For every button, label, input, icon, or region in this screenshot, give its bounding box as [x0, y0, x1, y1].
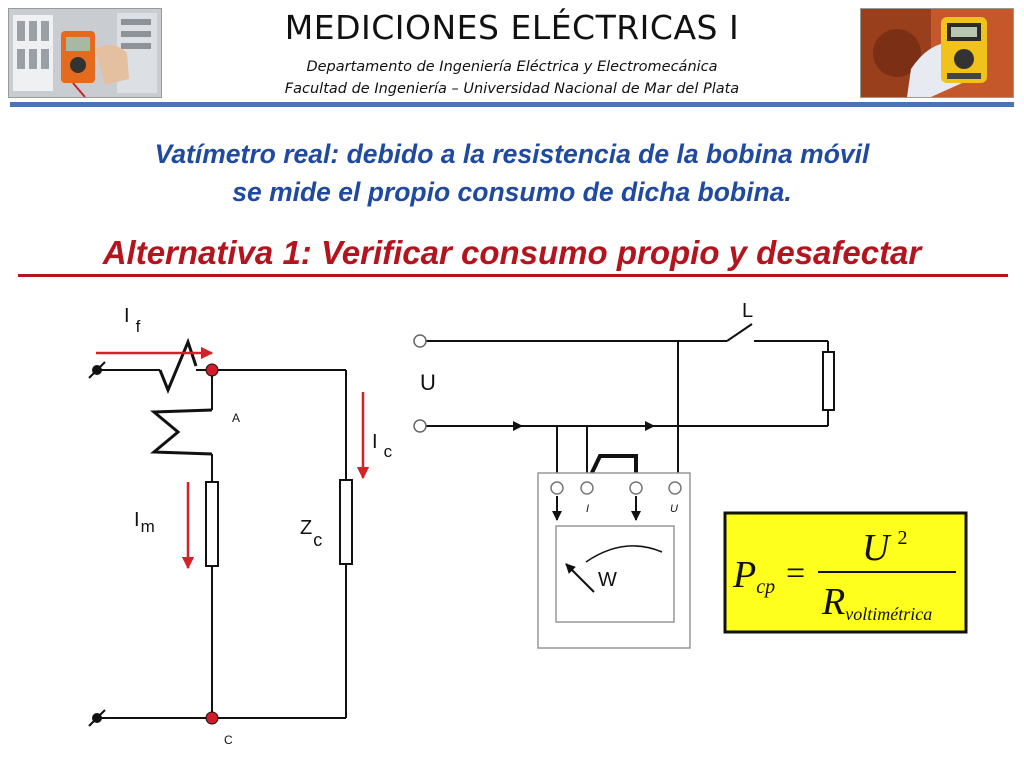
- dial-scale-arc: [585, 545, 663, 563]
- load-resistor: [822, 351, 835, 411]
- label-node-a: A: [232, 411, 240, 425]
- headline-line-1: Vatímetro real: debido a la resistencia …: [154, 139, 870, 169]
- header-divider: [10, 102, 1014, 107]
- header-title: MEDICIONES ELÉCTRICAS I: [284, 8, 740, 47]
- current-coil: [158, 337, 198, 394]
- resistor-rm: [205, 481, 219, 567]
- wattmeter-terminal-2: [580, 481, 594, 495]
- label-zc: Zc: [300, 517, 322, 550]
- formula-equals: =: [786, 555, 805, 592]
- label-node-c: C: [224, 733, 233, 747]
- label-wattmeter-w: W: [598, 569, 617, 591]
- header-faculty: Facultad de Ingeniería – Universidad Nac…: [284, 81, 740, 97]
- formula-denominator: Rvoltimétrica: [821, 581, 932, 624]
- label-im: Im: [134, 509, 155, 536]
- section-title: Alternativa 1: Verificar consumo propio …: [102, 234, 922, 271]
- wattmeter-terminal-4: [668, 481, 682, 495]
- voltage-coil: [150, 408, 213, 456]
- terminal-top-left-tick: [88, 361, 106, 379]
- terminal-jumper: [586, 454, 638, 482]
- label-voltage-u: U: [420, 370, 436, 395]
- headline-line-2: se mide el propio consumo de dicha bobin…: [232, 177, 792, 207]
- formula-lhs: Pcp: [732, 554, 775, 598]
- switch-blade: [726, 323, 753, 342]
- source-terminal-top: [413, 334, 427, 348]
- header-photo-multimeter-panel: [8, 8, 162, 98]
- label-terminal-i: I: [586, 503, 589, 515]
- section-title-underline: [18, 274, 1008, 277]
- label-switch-l: L: [742, 300, 753, 322]
- header-department: Departamento de Ingeniería Eléctrica y E…: [306, 59, 718, 75]
- left-circuit: [98, 337, 353, 719]
- node-c-dot: [205, 711, 219, 725]
- wattmeter-terminal-3: [629, 481, 643, 495]
- node-a-dot: [205, 363, 219, 377]
- header-photo-multimeter-hand: [860, 8, 1014, 98]
- wattmeter-terminal-1: [550, 481, 564, 495]
- right-circuit: [426, 323, 835, 482]
- load-impedance-zc: [339, 479, 353, 565]
- source-terminal-bottom: [413, 419, 427, 433]
- label-terminal-u: U: [670, 503, 678, 515]
- left-terminals: [88, 361, 106, 727]
- dial-needle: [565, 563, 595, 593]
- terminal-bottom-left-tick: [88, 709, 106, 727]
